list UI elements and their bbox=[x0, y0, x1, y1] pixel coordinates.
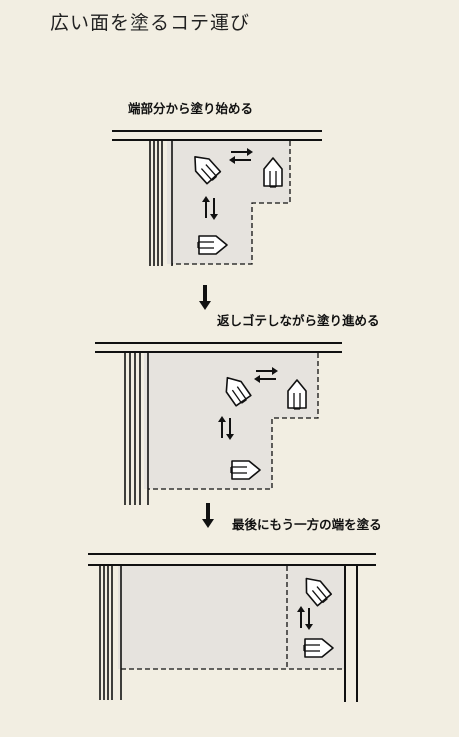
step-3-panel bbox=[88, 553, 376, 702]
step-1-dashed-outline bbox=[172, 141, 291, 265]
step-3-column bbox=[99, 566, 122, 700]
step-1-column bbox=[149, 141, 173, 266]
step-2-column bbox=[124, 353, 149, 505]
step-3-label: 最後にもう一方の端を塗る bbox=[232, 517, 382, 532]
step-2-label: 返しゴテしながら塗り進める bbox=[217, 313, 380, 328]
step-2-dashed-outline bbox=[148, 353, 319, 490]
step-1-panel bbox=[112, 130, 322, 266]
page-title: 広い面を塗るコテ運び bbox=[50, 12, 251, 34]
step-2-panel bbox=[95, 342, 342, 505]
step-3-plaster-area bbox=[118, 566, 345, 669]
step-1-label: 端部分から塗り始める bbox=[128, 101, 254, 116]
down-flow-arrow-icon bbox=[197, 283, 213, 312]
down-flow-arrow-icon bbox=[200, 501, 216, 530]
